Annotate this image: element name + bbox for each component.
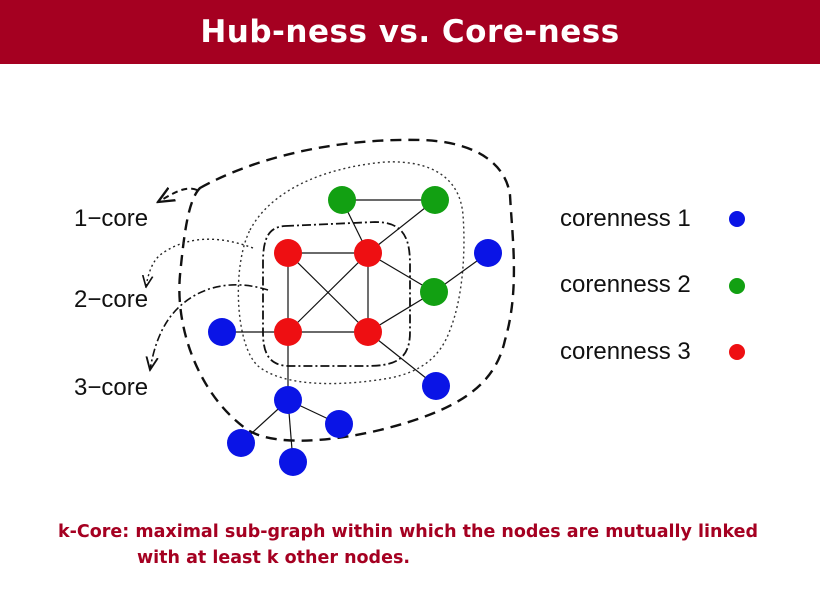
node-r1 [274,239,302,267]
arrow-3-core [150,284,269,370]
legend-swatch-coreness-2 [729,278,745,294]
node-r3 [274,318,302,346]
legend-label-coreness-2: corenness 2 [560,271,691,298]
title-bar: Hub-ness vs. Core-ness [0,0,820,64]
label-3-core: 3−core [74,374,148,401]
label-2-core: 2−core [74,286,148,313]
caption: k-Core: maximal sub-graph within which t… [58,519,798,571]
node-b2 [208,318,236,346]
caption-line-2: with at least k other nodes. [137,548,411,568]
edge-r2-r3 [287,252,369,333]
arrow-2-core [146,238,254,287]
node-r2 [354,239,382,267]
label-1-core: 1−core [74,205,148,232]
node-g3 [420,278,448,306]
page-title: Hub-ness vs. Core-ness [200,14,620,50]
legend-swatch-coreness-1 [729,211,745,227]
legend-swatch-coreness-3 [729,344,745,360]
nodes [208,186,502,476]
arrow-1-core [158,189,198,202]
edge-g2-r2 [367,199,436,254]
node-b6 [279,448,307,476]
node-b5 [227,429,255,457]
legend-label-coreness-1: corenness 1 [560,205,691,232]
core-3-boundary [262,221,411,367]
node-g1 [328,186,356,214]
node-b7 [325,410,353,438]
core-1-boundary [178,138,516,442]
caption-line-1: k-Core: maximal sub-graph within which t… [58,522,759,542]
node-b4 [274,386,302,414]
node-g2 [421,186,449,214]
node-r4 [354,318,382,346]
legend-label-coreness-3: corenness 3 [560,338,691,365]
edge-b3-r4 [367,331,437,387]
node-b1 [474,239,502,267]
node-b3 [422,372,450,400]
